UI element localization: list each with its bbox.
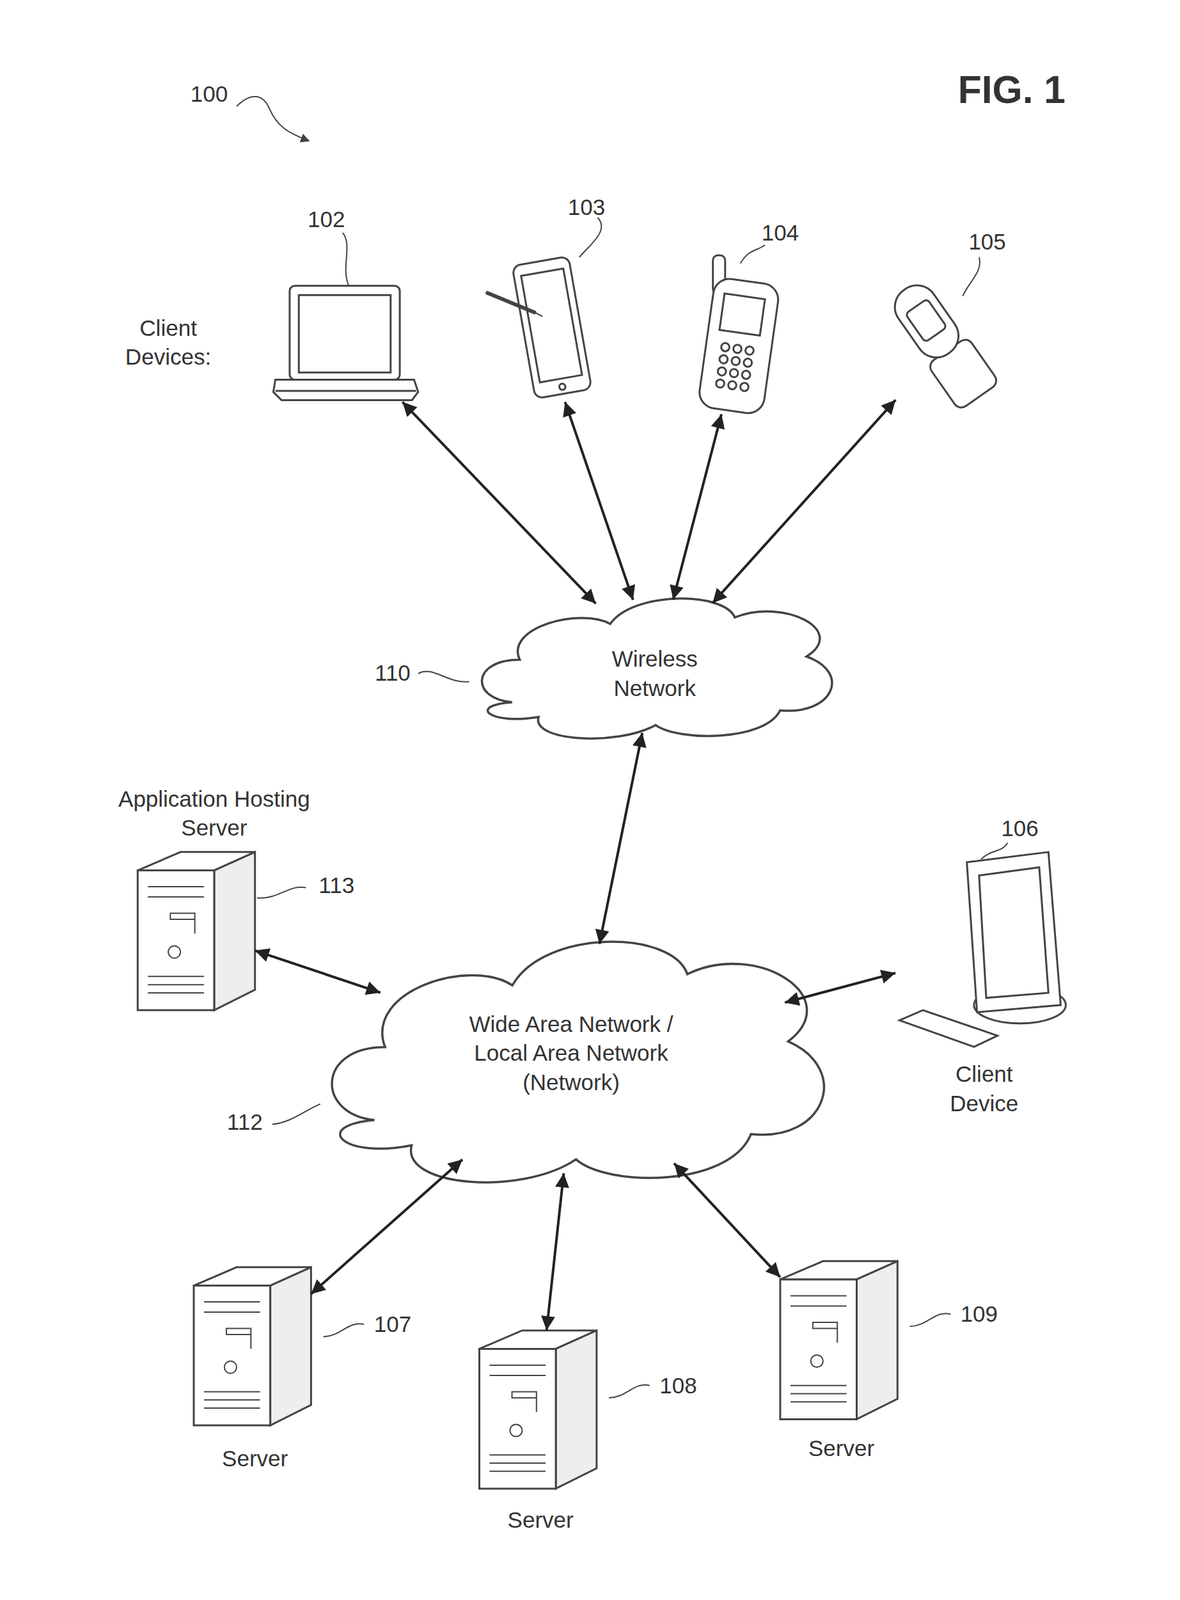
laptop-device: 102 <box>273 283 418 402</box>
desktop-computer-icon <box>899 851 1066 1047</box>
server-icon <box>780 1260 898 1419</box>
callout-number: 107 <box>356 1309 429 1339</box>
server-name: Server <box>780 1433 903 1464</box>
network-connection-arrow <box>674 1162 781 1277</box>
server-name: Application Hosting Server <box>92 783 338 842</box>
network-name: Wireless Network <box>588 644 721 703</box>
network-connection-arrow <box>255 950 381 993</box>
server: 109Server <box>780 1260 898 1419</box>
tablet-device: 103 <box>484 252 595 402</box>
network-connection-arrow <box>402 401 596 604</box>
network-connection-arrow <box>546 1172 565 1330</box>
server: 107Server <box>193 1266 311 1425</box>
server-icon <box>137 851 255 1010</box>
network-connection-arrow <box>784 972 896 1003</box>
server-icon <box>193 1266 311 1425</box>
wireless-network-cloud: Wireless Network110 <box>466 584 845 748</box>
cloud-shape <box>482 597 833 739</box>
wide-area-network-cloud: Wide Area Network / Local Area Network (… <box>310 917 842 1199</box>
leader-lines <box>236 96 1008 1398</box>
device-name: Client Device <box>928 1059 1040 1118</box>
callout-number: 104 <box>739 218 822 248</box>
network-connection-arrow <box>565 401 634 600</box>
group-heading: Client Devices: <box>111 313 224 372</box>
network-connection-arrow <box>599 732 643 944</box>
callout-number: 105 <box>946 227 1029 257</box>
callout-number: 102 <box>285 204 368 235</box>
laptop-icon <box>273 285 418 401</box>
callout-number: 108 <box>642 1370 715 1401</box>
tablet-icon <box>487 255 592 399</box>
callout-number: 110 <box>356 658 429 689</box>
network-connection-arrow <box>672 413 722 600</box>
client-desktop-device: 106Client Device <box>895 850 1069 1049</box>
flip-phone-device: 105 <box>889 293 998 400</box>
callout-number: 113 <box>300 870 373 900</box>
cloud-shape <box>331 941 824 1182</box>
flip-phone-icon <box>884 275 1000 411</box>
callout-number: 103 <box>545 192 628 222</box>
server-icon <box>479 1330 597 1489</box>
cell-phone-device: 104 <box>701 252 784 414</box>
network-connection-arrow <box>712 399 896 604</box>
application-server: Application Hosting Server113 <box>137 851 255 1010</box>
figure-number: FIG. 1 <box>909 64 1114 116</box>
cell-phone-icon <box>697 255 780 416</box>
callout-number: 109 <box>943 1298 1015 1329</box>
server-name: Server <box>193 1444 316 1474</box>
server: 108Server <box>479 1329 597 1488</box>
figure-reference: 100 <box>168 79 251 109</box>
network-name: Wide Area Network / Local Area Network (… <box>454 1008 689 1097</box>
callout-number: 112 <box>209 1107 281 1137</box>
server-name: Server <box>479 1504 602 1535</box>
callout-number: 106 <box>984 813 1056 843</box>
network-connection-arrow <box>310 1158 463 1294</box>
